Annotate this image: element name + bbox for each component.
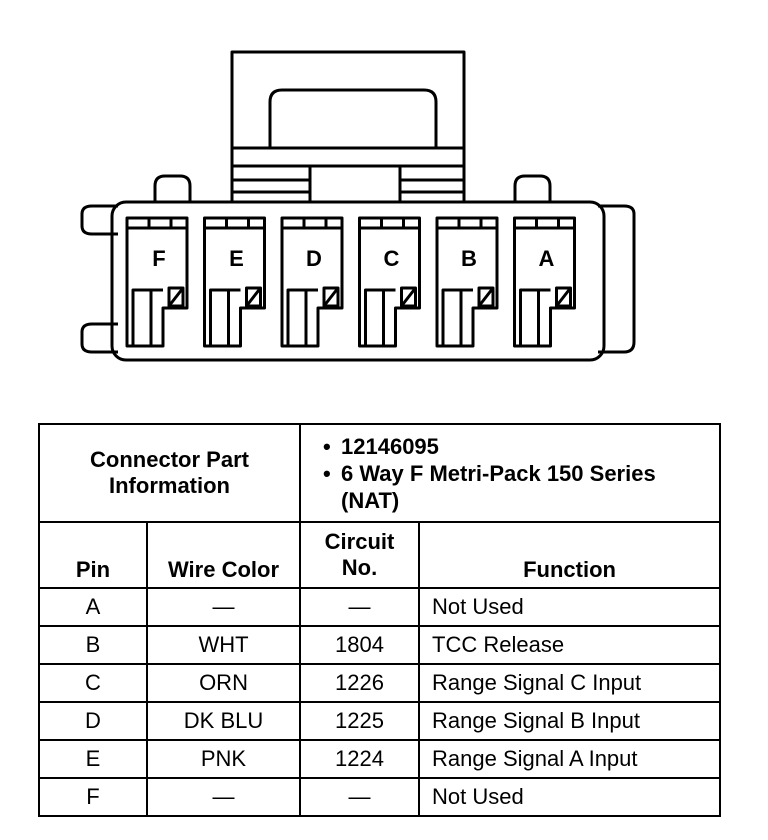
pin-label: A — [539, 246, 555, 271]
cell-wire-color: — — [145, 777, 302, 817]
side-ear-right — [598, 204, 636, 354]
pin-label: B — [461, 246, 477, 271]
side-ear-left-bottom — [80, 322, 118, 354]
cell-wire-color: DK BLU — [145, 701, 302, 741]
locking-tab — [230, 50, 466, 204]
cell-wire-color: PNK — [145, 739, 302, 779]
guide-bump-left — [153, 174, 192, 202]
pin-cavity: B — [435, 216, 499, 348]
pin-cavity: D — [280, 216, 344, 348]
part-number: 12146095 — [323, 433, 719, 460]
pin-label: C — [384, 246, 400, 271]
cell-function: TCC Release — [418, 625, 722, 665]
cell-function: Range Signal B Input — [418, 701, 722, 741]
header-wire-color: Wire Color — [145, 521, 302, 589]
cell-pin: E — [38, 739, 148, 779]
pin-label: D — [306, 246, 322, 271]
pin-cavity: E — [203, 216, 266, 348]
cell-circuit: — — [299, 777, 421, 817]
header-function: Function — [418, 521, 722, 589]
part-info-row: Connector Part Information 12146095 6 Wa… — [37, 423, 722, 523]
pin-cavity: A — [513, 216, 576, 348]
cell-function: Range Signal A Input — [418, 739, 722, 779]
connector-housing — [110, 200, 606, 362]
cell-circuit: 1226 — [299, 663, 421, 703]
cell-wire-color: — — [145, 587, 302, 627]
cell-pin: B — [38, 625, 148, 665]
side-ear-left-top — [80, 204, 118, 236]
cell-wire-color: ORN — [145, 663, 302, 703]
cell-wire-color: WHT — [145, 625, 302, 665]
cell-circuit: — — [299, 587, 421, 627]
pin-label: F — [152, 246, 165, 271]
cell-circuit: 1225 — [299, 701, 421, 741]
part-info-label: Connector Part Information — [37, 423, 302, 523]
cell-pin: F — [38, 777, 148, 817]
part-info-cell: 12146095 6 Way F Metri-Pack 150 Series (… — [299, 423, 722, 523]
pin-cavity: F — [125, 216, 189, 348]
table-row: A——Not Used — [38, 587, 722, 627]
table-row: F——Not Used — [38, 777, 722, 817]
pin-cavity: C — [358, 216, 421, 348]
guide-bump-right — [513, 174, 552, 202]
pin-label: E — [229, 246, 244, 271]
cell-circuit: 1224 — [299, 739, 421, 779]
cell-circuit: 1804 — [299, 625, 421, 665]
cell-function: Not Used — [418, 777, 722, 817]
cell-function: Not Used — [418, 587, 722, 627]
connector-info-table: Connector Part Information 12146095 6 Wa… — [37, 423, 722, 817]
part-description: 6 Way F Metri-Pack 150 Series (NAT) — [323, 460, 719, 514]
cell-function: Range Signal C Input — [418, 663, 722, 703]
cell-pin: D — [38, 701, 148, 741]
cell-pin: C — [38, 663, 148, 703]
cell-pin: A — [38, 587, 148, 627]
header-pin: Pin — [38, 521, 148, 589]
